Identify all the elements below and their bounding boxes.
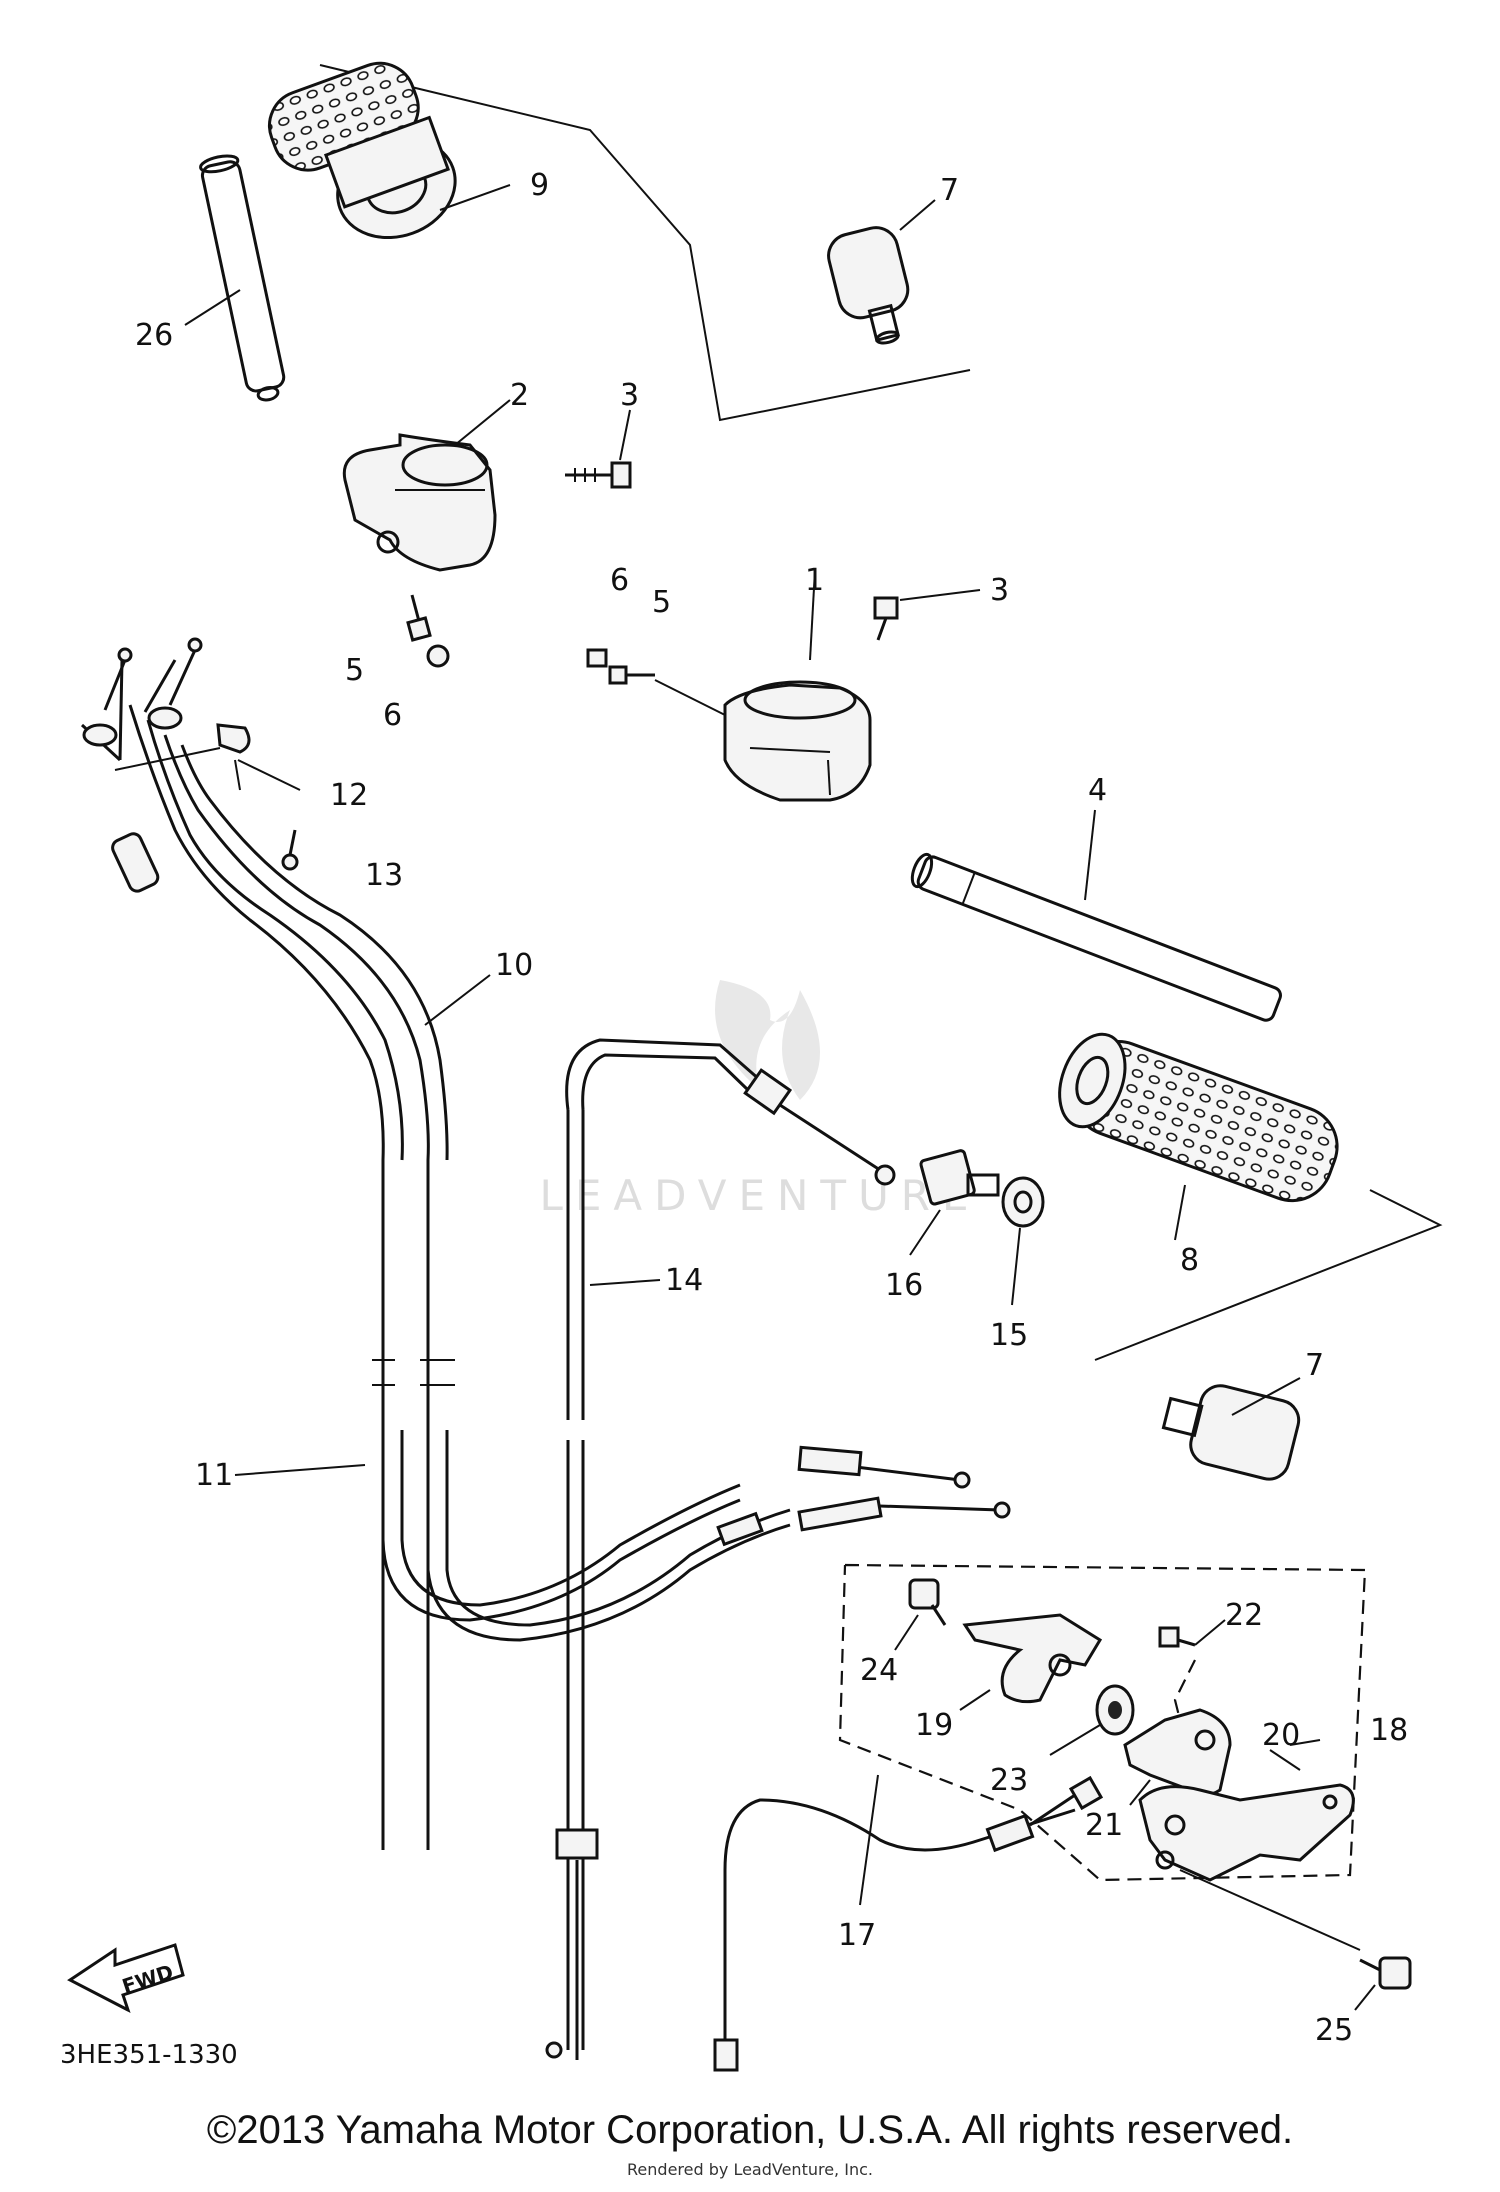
label-part-2: 2 — [510, 378, 529, 413]
part-3-screw-right — [873, 596, 899, 641]
label-part-8: 8 — [1180, 1243, 1199, 1278]
label-part-3-top: 3 — [620, 378, 639, 413]
label-part-21: 21 — [1085, 1808, 1123, 1843]
part-17-choke-cable — [713, 1775, 1104, 2072]
part-10-11-throttle-cables — [80, 637, 1011, 1850]
label-part-13: 13 — [365, 858, 403, 893]
drawing-code: 3HE351-1330 — [60, 2040, 238, 2070]
label-part-18: 18 — [1370, 1713, 1408, 1748]
label-part-3-right: 3 — [990, 573, 1009, 608]
label-part-19: 19 — [915, 1708, 953, 1743]
leader-lines — [184, 184, 1376, 2011]
label-part-7-lower: 7 — [1305, 1348, 1324, 1383]
label-part-7-top: 7 — [940, 173, 959, 208]
part-26-handlebar — [199, 154, 286, 402]
part-5-screw-left — [406, 594, 432, 642]
part-3-screw-upper — [565, 461, 632, 489]
label-part-6-mid: 6 — [610, 563, 629, 598]
part-18-assembly-outline — [838, 1563, 1367, 1882]
part-1-switch-housing — [723, 680, 872, 802]
part-labels: 9 26 7 2 3 5 6 6 5 1 3 4 8 7 10 12 13 11… — [135, 168, 1408, 2048]
fwd-arrow-icon: FWD — [67, 1943, 185, 2014]
label-part-5-left: 5 — [345, 653, 364, 688]
part-24-screw — [908, 1578, 947, 1626]
label-part-1: 1 — [805, 563, 824, 598]
part-7-bar-end-top — [827, 226, 910, 345]
copyright-notice: ©2013 Yamaha Motor Corporation, U.S.A. A… — [206, 2108, 1294, 2152]
label-part-26: 26 — [135, 318, 173, 353]
label-part-22: 22 — [1225, 1598, 1263, 1633]
part-8-grip-left — [1058, 1032, 1443, 1361]
label-part-6-left: 6 — [383, 698, 402, 733]
part-6-nut-left — [426, 644, 450, 668]
part-21-cam — [1123, 1708, 1232, 1797]
part-6-nut-middle — [586, 648, 608, 668]
watermark-text: LEADVENTURE — [539, 1171, 980, 1220]
label-part-11: 11 — [195, 1458, 233, 1493]
label-part-5-mid: 5 — [652, 585, 671, 620]
part-19-choke-lever — [962, 1613, 1103, 1704]
part-15-locknut — [1001, 1176, 1045, 1228]
part-14-clutch-cable — [545, 1038, 896, 2060]
part-5-screw-middle — [608, 665, 726, 716]
label-part-15: 15 — [990, 1318, 1028, 1353]
label-part-9: 9 — [530, 168, 549, 203]
part-22-screw — [1158, 1626, 1196, 1721]
part-7-bar-end-lower — [1161, 1384, 1301, 1481]
label-part-20: 20 — [1262, 1718, 1300, 1753]
part-4-handlebar-right — [910, 852, 1282, 1022]
label-part-10: 10 — [495, 948, 533, 983]
label-part-16: 16 — [885, 1268, 923, 1303]
part-20-bracket — [1138, 1783, 1355, 1882]
part-13-screw — [281, 829, 299, 871]
label-part-24: 24 — [860, 1653, 898, 1688]
part-9-throttle-grip — [268, 61, 971, 422]
part-23-washer — [1095, 1684, 1135, 1736]
label-part-12: 12 — [330, 778, 368, 813]
watermark: LEADVENTURE — [539, 980, 980, 1220]
part-25-bolt — [1179, 1869, 1412, 1990]
label-part-23: 23 — [990, 1763, 1028, 1798]
part-16-adjuster — [919, 1149, 1000, 1206]
part-12-cable-guide — [114, 723, 301, 791]
label-part-4: 4 — [1088, 773, 1107, 808]
part-2-throttle-housing — [342, 433, 497, 572]
label-part-17: 17 — [838, 1918, 876, 1953]
label-part-14: 14 — [665, 1263, 703, 1298]
label-part-25: 25 — [1315, 2013, 1353, 2048]
rendered-by-notice: Rendered by LeadVenture, Inc. — [627, 2160, 873, 2179]
